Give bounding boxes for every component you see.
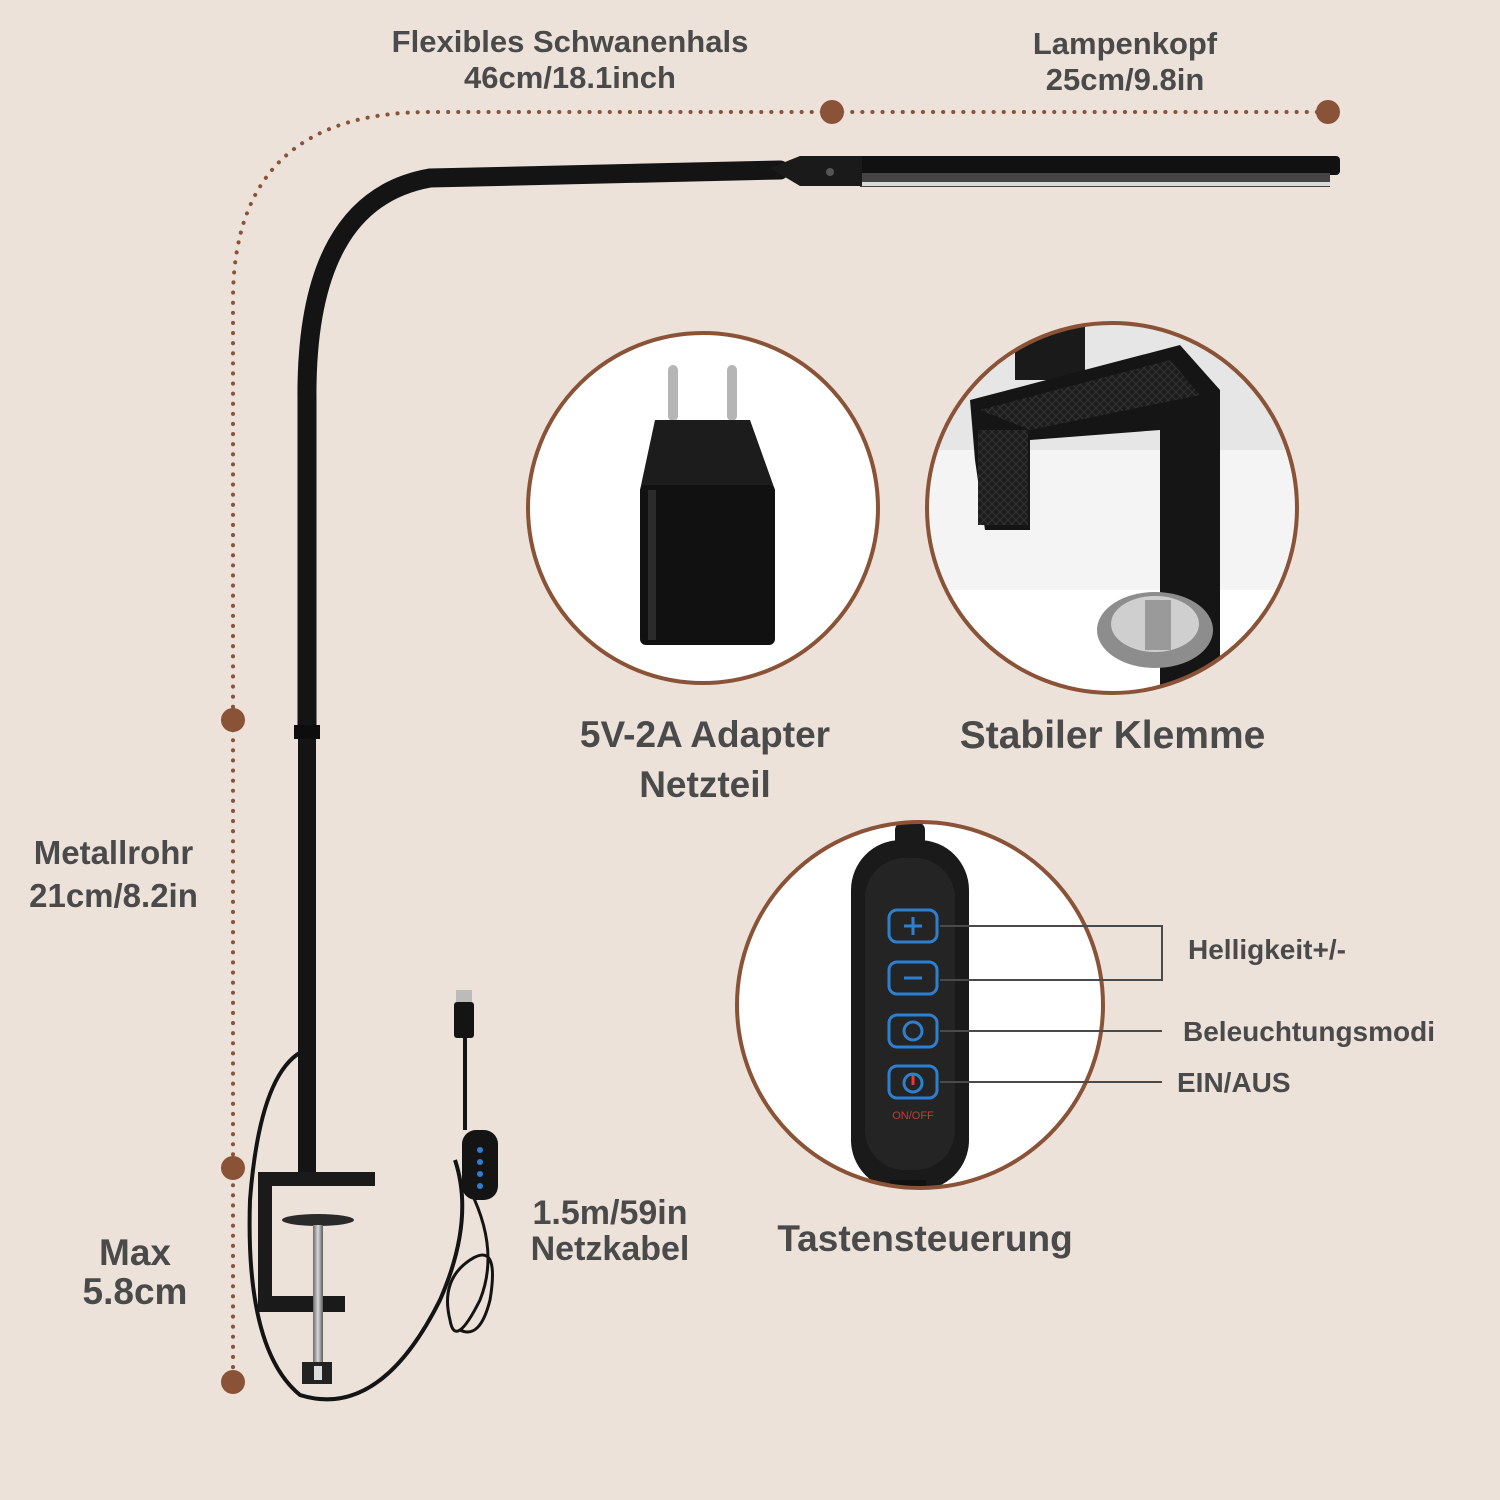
usb-plug [454,1002,474,1038]
controller-callouts [940,925,1163,1083]
adapter-label-line2: Netzteil [639,763,771,805]
dimension-dots [221,100,1340,1394]
metal-tube-label-line2: 21cm/8.2in [29,876,198,914]
brightness-label: Helligkeit+/- [1188,934,1346,965]
power-button-icon [887,1064,939,1100]
clamp-max-label-line1: Max [99,1232,171,1273]
metal-tube-label-line1: Metallrohr [33,834,194,871]
dimension-lines [231,110,1330,1384]
lamp-head [800,156,1340,175]
modes-label: Beleuchtungsmodi [1183,1016,1436,1047]
adapter-label-line1: 5V-2A Adapter [579,714,831,755]
controller-circle [735,820,1105,1190]
clamp-screw [313,1225,323,1365]
cable-label-line1: 1.5m/59in [532,1194,688,1232]
gooseneck-arm [297,160,790,740]
plus-button-icon [887,908,939,944]
clamp-label: Stabiler Klemme [930,714,1295,759]
clamp-label-text: Stabiler Klemme [959,714,1266,757]
lamp-head-label-line2: 25cm/9.8in [1045,61,1205,97]
minus-button-icon [887,960,939,996]
clamp-closeup-image [927,323,1297,693]
gooseneck-label-line2: 46cm/18.1inch [464,59,676,95]
lamp-joint [770,156,862,186]
gooseneck-label: Flexibles Schwanenhals 46cm/18.1inch [350,24,790,95]
metal-tube-label: Metallrohr 21cm/8.2in [6,832,221,918]
power-label: EIN/AUS [1177,1067,1291,1098]
controller-image [851,822,969,1188]
cable-label-line2: Netzkabel [530,1229,690,1268]
control-label: Tastensteuerung [745,1218,1105,1261]
gooseneck-label-line1: Flexibles Schwanenhals [391,24,749,59]
control-label-text: Tastensteuerung [777,1218,1073,1259]
clamp-body [258,1172,375,1312]
power-button-text: ON/OFF [892,1110,934,1122]
lamp-head-label: Lampenkopf 25cm/9.8in [1000,26,1250,97]
clamp-max-label-line2: 5.8cm [82,1270,188,1312]
clamp-circle [925,321,1299,695]
lamp-head-label-line1: Lampenkopf [1032,26,1218,61]
cable-label: 1.5m/59in Netzkabel [505,1194,715,1268]
usb-plug-tip [456,990,472,1002]
metal-tube [298,725,316,1175]
adapter-label: 5V-2A Adapter Netzteil [540,710,870,810]
adapter-circle [526,331,880,685]
adapter-image [640,365,775,645]
desk-lamp [247,156,1340,1402]
clamp-max-label: Max 5.8cm [55,1232,215,1312]
mode-button-icon [887,1013,939,1049]
